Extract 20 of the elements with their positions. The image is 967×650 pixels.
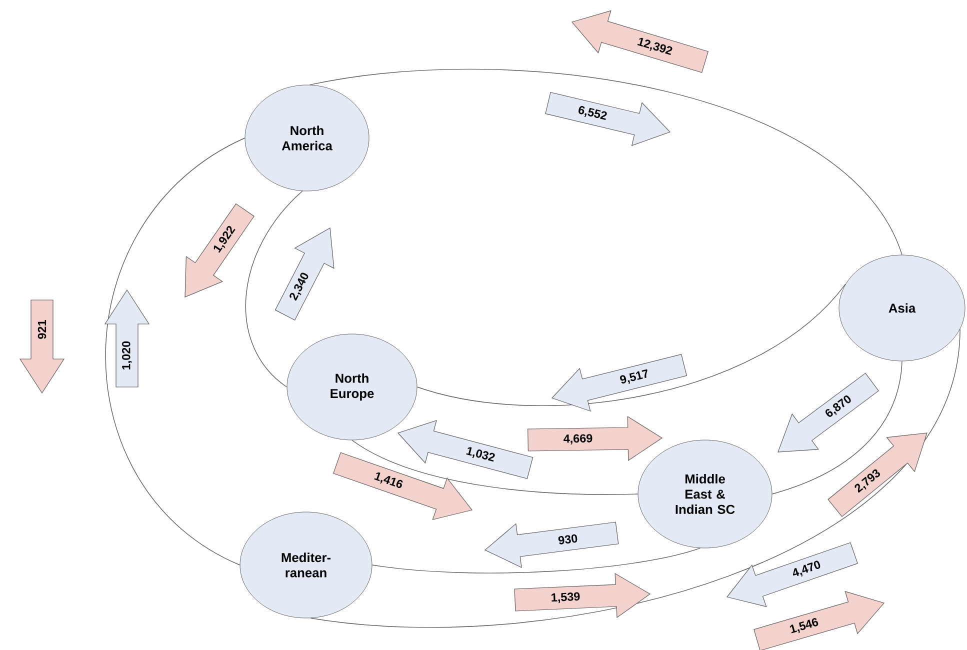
- route-line: [352, 440, 638, 495]
- route-line: [416, 284, 846, 406]
- flow-value: 6,552: [578, 106, 607, 120]
- route-line: [309, 68, 902, 256]
- route-line: [246, 190, 303, 388]
- flow-value: 4,669: [564, 434, 592, 444]
- flow-value: 1,020: [122, 341, 132, 370]
- flow-value: 4,470: [793, 560, 820, 577]
- flow-value: 9,517: [620, 369, 648, 384]
- flow-value: 2,340: [290, 272, 308, 301]
- flow-value: 1,539: [552, 592, 580, 604]
- route-line: [772, 360, 902, 494]
- flow-value: 12,392: [637, 38, 672, 55]
- route-line: [105, 138, 246, 566]
- flow-value: 1,032: [466, 447, 495, 462]
- flow-value: 1,546: [790, 618, 818, 634]
- route-line: [372, 548, 701, 574]
- flow-value: 921: [38, 320, 46, 339]
- flow-value: 1,416: [374, 472, 403, 488]
- flow-value: 930: [558, 534, 578, 544]
